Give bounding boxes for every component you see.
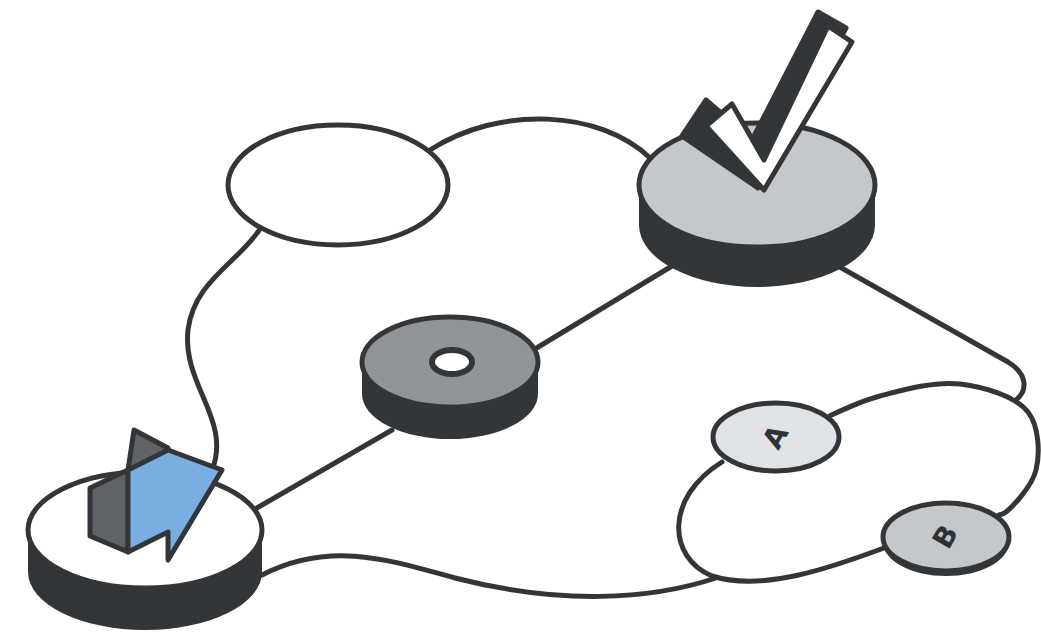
- track-line: [262, 556, 716, 597]
- empty-spot: [228, 125, 448, 245]
- track-line: [250, 430, 392, 512]
- waypoint-node: B: [880, 500, 1012, 574]
- waypoint-node: A: [710, 400, 842, 474]
- middle-disc: [362, 317, 538, 439]
- loop-line: [679, 462, 884, 581]
- checkmark-icon: [682, 12, 852, 190]
- loop-connector: [830, 383, 1038, 515]
- track-line: [187, 226, 262, 470]
- track-line: [530, 266, 672, 352]
- track-line: [430, 119, 650, 158]
- track-line: [838, 266, 1024, 400]
- track-lines: [187, 119, 1024, 596]
- start-arrow-icon: [90, 430, 222, 560]
